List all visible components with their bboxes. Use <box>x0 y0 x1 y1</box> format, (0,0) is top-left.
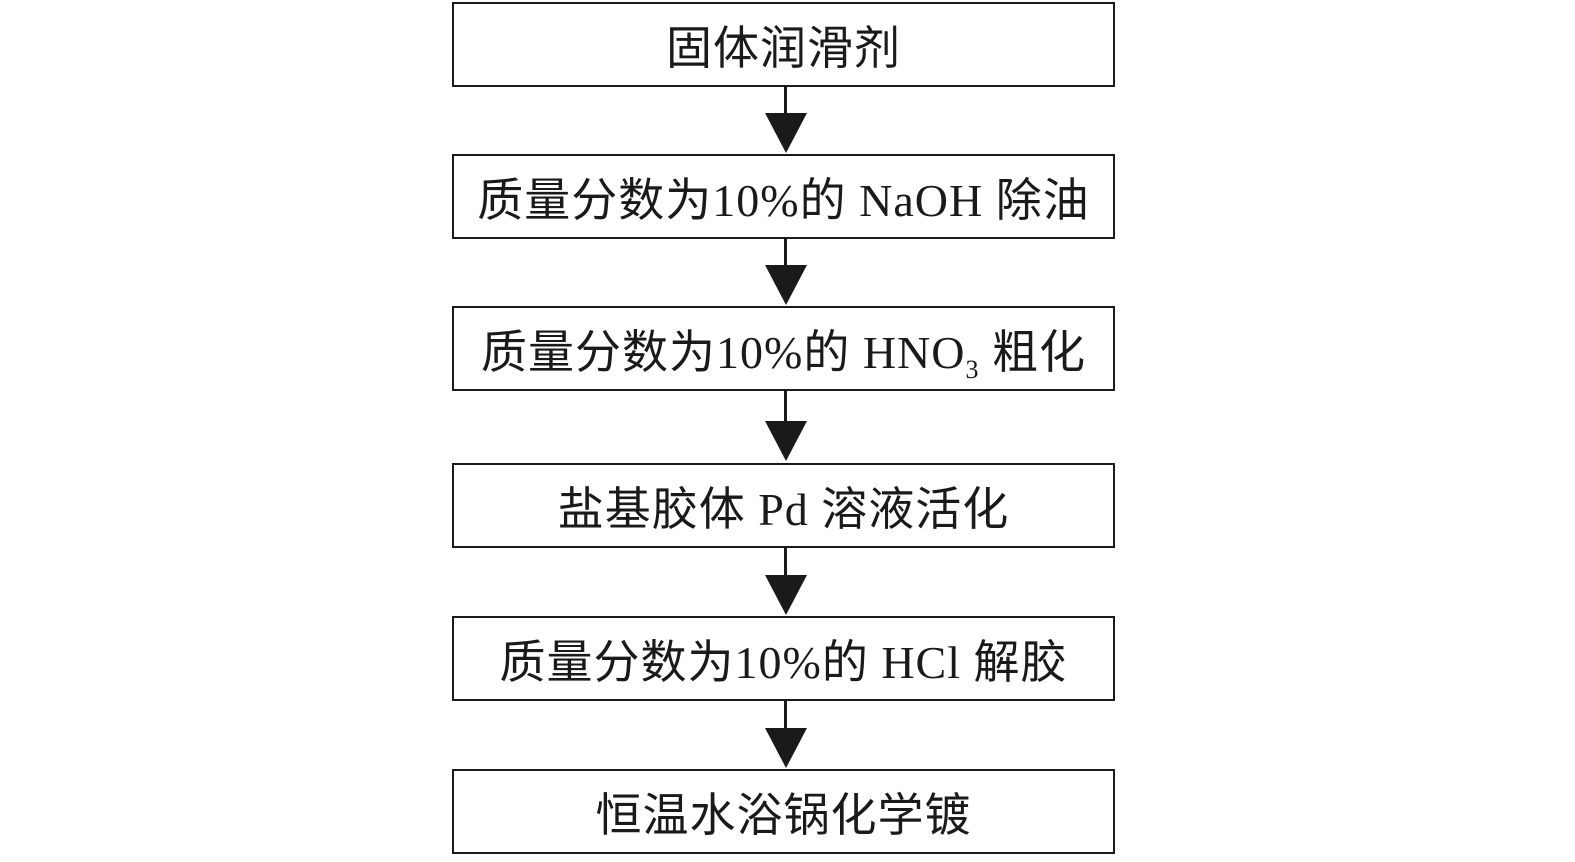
step-hno3-roughening: 质量分数为10%的 HNO3 粗化 <box>452 306 1115 391</box>
step-hcl-dispergation: 质量分数为10%的 HCl 解胶 <box>452 616 1115 701</box>
step-hno3-suffix: 粗化 <box>979 326 1086 378</box>
step-naoh-degreasing-label: 质量分数为10%的 NaOH 除油 <box>477 174 1090 226</box>
step-solid-lubricant-label: 固体润滑剂 <box>666 22 901 74</box>
step-pd-activation: 盐基胶体 Pd 溶液活化 <box>452 463 1115 548</box>
arrow-down-icon <box>765 391 807 463</box>
step-naoh-degreasing: 质量分数为10%的 NaOH 除油 <box>452 154 1115 239</box>
arrow-down-icon <box>765 87 807 153</box>
step-electroless-plating-label: 恒温水浴锅化学镀 <box>595 789 972 841</box>
step-hno3-roughening-label: 质量分数为10%的 HNO3 粗化 <box>481 316 1086 384</box>
step-hno3-subscript: 3 <box>965 354 980 384</box>
step-hcl-dispergation-label: 质量分数为10%的 HCl 解胶 <box>499 636 1068 688</box>
step-hno3-prefix: 质量分数为10%的 HNO <box>481 326 966 378</box>
step-pd-activation-label: 盐基胶体 Pd 溶液活化 <box>557 483 1010 535</box>
step-electroless-plating: 恒温水浴锅化学镀 <box>452 769 1115 854</box>
step-solid-lubricant: 固体润滑剂 <box>452 2 1115 87</box>
arrow-down-icon <box>765 701 807 769</box>
arrow-down-icon <box>765 239 807 305</box>
arrow-down-icon <box>765 548 807 616</box>
